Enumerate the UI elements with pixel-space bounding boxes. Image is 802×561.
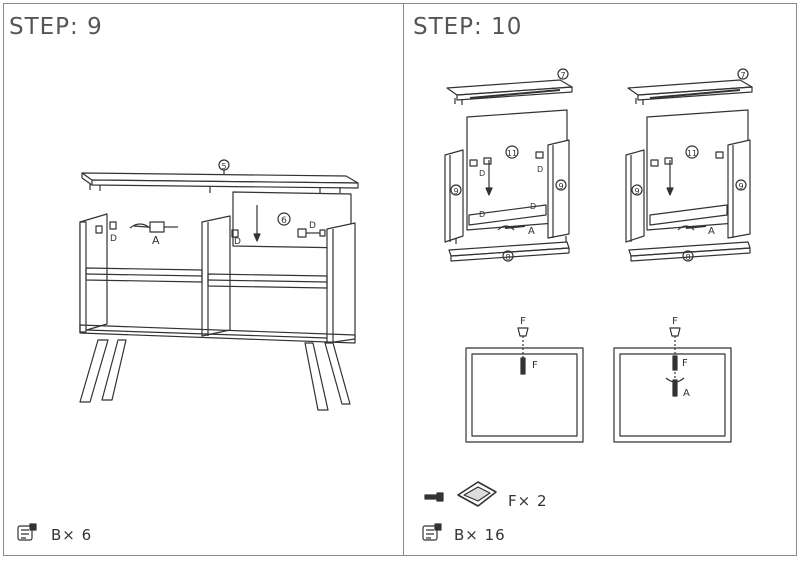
cabinet-body: D A D bbox=[79, 213, 356, 344]
hardware-bag-icon bbox=[17, 523, 37, 541]
svg-text:7: 7 bbox=[740, 71, 745, 80]
label-foot-f: F bbox=[520, 316, 526, 327]
svg-text:D: D bbox=[530, 202, 536, 211]
step-divider bbox=[403, 3, 404, 556]
label-side-panel: 9 bbox=[453, 187, 458, 196]
drawer-front-right: F F A bbox=[613, 316, 732, 443]
step-9-drawing: 5 6 D bbox=[79, 159, 359, 411]
svg-text:D: D bbox=[234, 237, 241, 247]
top-panel-5: 5 bbox=[81, 159, 359, 193]
svg-text:A: A bbox=[708, 226, 715, 237]
step-10-title: STEP: 10 bbox=[413, 14, 523, 40]
svg-text:D: D bbox=[479, 169, 485, 178]
svg-text:11: 11 bbox=[687, 149, 697, 158]
back-panel-6: 6 D bbox=[232, 191, 352, 249]
svg-text:D: D bbox=[479, 210, 485, 219]
svg-text:A: A bbox=[528, 226, 535, 237]
step-10-hardware-count: B× 16 bbox=[454, 526, 506, 544]
svg-text:F: F bbox=[682, 358, 688, 369]
svg-text:9: 9 bbox=[558, 182, 563, 191]
svg-text:9: 9 bbox=[738, 182, 743, 191]
screw-and-foot-icon bbox=[424, 481, 497, 507]
svg-text:D: D bbox=[110, 234, 117, 244]
step-9-hardware-count: B× 6 bbox=[51, 526, 93, 544]
svg-text:8: 8 bbox=[685, 253, 690, 262]
page-frame bbox=[3, 3, 797, 556]
label-bottom-panel: 8 bbox=[505, 253, 510, 262]
label-fastener-d: D bbox=[309, 221, 316, 231]
hardware-bag-icon bbox=[422, 523, 442, 541]
step-10-drawer-right: 7 11 9 9 A 8 bbox=[625, 68, 753, 262]
svg-text:A: A bbox=[683, 388, 690, 399]
drawer-front-left: F F bbox=[465, 316, 584, 443]
step-10-foot-count: F× 2 bbox=[508, 492, 548, 510]
svg-text:D: D bbox=[537, 165, 543, 174]
svg-text:F: F bbox=[532, 360, 538, 371]
cabinet-legs bbox=[79, 339, 351, 411]
svg-text:9: 9 bbox=[634, 187, 639, 196]
label-screw-a: A bbox=[152, 234, 160, 247]
step-9-title: STEP: 9 bbox=[9, 14, 103, 40]
label-top-panel: 7 bbox=[560, 71, 565, 80]
step-10-drawer-left: 7 11 9 9 D D D D A 8 bbox=[444, 68, 573, 262]
svg-text:F: F bbox=[672, 316, 678, 327]
label-back-panel: 6 bbox=[281, 216, 287, 226]
label-back-panel: 11 bbox=[507, 149, 517, 158]
label-top-panel: 5 bbox=[221, 162, 226, 171]
